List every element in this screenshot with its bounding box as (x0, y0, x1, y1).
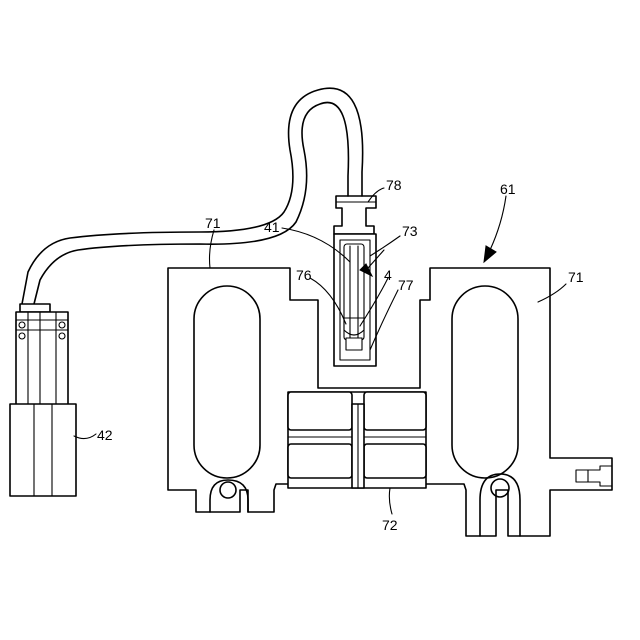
connector-42 (10, 304, 76, 496)
sensor-clamp-assembly (334, 196, 384, 366)
label-71-left: 71 (205, 215, 221, 231)
label-72: 72 (382, 517, 398, 533)
label-77: 77 (398, 277, 414, 293)
label-78: 78 (386, 177, 402, 193)
label-76: 76 (296, 267, 312, 283)
label-71-right: 71 (568, 269, 584, 285)
label-4: 4 (384, 267, 392, 283)
block-assembly-72 (288, 392, 426, 488)
label-73: 73 (402, 223, 418, 239)
label-42: 42 (97, 427, 113, 443)
label-41: 41 (264, 219, 280, 235)
label-61: 61 (500, 181, 516, 197)
